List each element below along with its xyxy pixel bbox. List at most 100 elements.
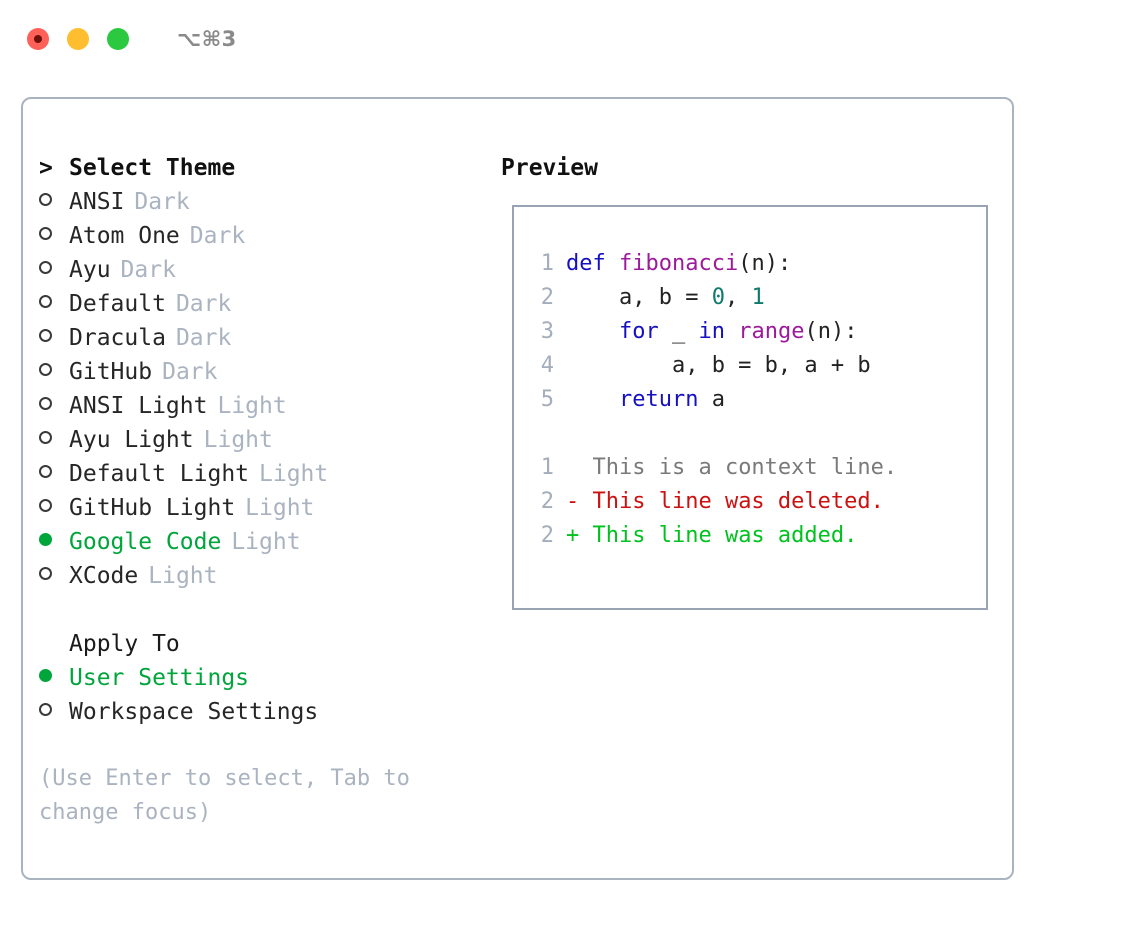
code-line-number: 4 <box>540 353 554 378</box>
theme-item-variant-badge: Dark <box>134 189 190 215</box>
theme-item-variant-badge: Dark <box>175 325 232 351</box>
code-token-plain <box>566 319 619 344</box>
code-token-plain: a, b = b, a + b <box>566 353 871 378</box>
code-line: 2 a, b = 0, 1 <box>528 281 986 315</box>
theme-item-variant-badge: Light <box>245 495 315 521</box>
radio-unselected-icon[interactable] <box>39 219 69 253</box>
code-token-kw: for <box>618 319 659 344</box>
theme-item-variant-badge: Dark <box>120 257 176 283</box>
code-line-number: 2 <box>540 285 554 310</box>
radio-unselected-icon[interactable] <box>39 695 69 729</box>
diff-sign <box>566 451 579 485</box>
theme-item-default-light[interactable]: Default Light Light <box>39 457 489 491</box>
radio-unselected-icon[interactable] <box>39 253 69 287</box>
radio-unselected-icon[interactable] <box>39 355 69 389</box>
close-window-button[interactable] <box>27 28 49 50</box>
theme-item-name: Google Code <box>69 529 222 555</box>
diff-line-number: 2 <box>540 523 554 548</box>
window-shortcut-label: ⌥⌘3 <box>177 27 237 51</box>
radio-selected-icon[interactable] <box>39 525 69 559</box>
bullet-shape <box>39 227 52 240</box>
radio-unselected-icon[interactable] <box>39 491 69 525</box>
radio-unselected-icon[interactable] <box>39 423 69 457</box>
theme-item-variant-badge: Light <box>259 461 329 487</box>
theme-item-name: Ayu <box>69 257 111 283</box>
radio-unselected-icon[interactable] <box>39 321 69 355</box>
code-token-num: 1 <box>751 285 765 310</box>
theme-item-ansi-light[interactable]: ANSI Light Light <box>39 389 489 423</box>
theme-item-name: Ayu Light <box>69 427 194 453</box>
code-token-kw: def <box>566 251 619 276</box>
theme-item-variant-badge: Light <box>203 427 273 453</box>
theme-item-ayu-light[interactable]: Ayu Light Light <box>39 423 489 457</box>
theme-item-variant-badge: Dark <box>189 223 246 249</box>
diff-sign: - <box>566 489 580 514</box>
bullet-shape <box>39 397 52 410</box>
code-token-kw: in <box>698 319 725 344</box>
bullet-shape <box>39 567 52 580</box>
code-token-plain <box>566 387 619 412</box>
code-token-plain: (n): <box>738 251 792 276</box>
theme-item-atom-one[interactable]: Atom One Dark <box>39 219 489 253</box>
diff-line-number: 1 <box>540 455 554 480</box>
radio-selected-icon[interactable] <box>39 661 69 695</box>
code-token-num: 0 <box>711 285 725 310</box>
code-token-plain: , <box>724 285 752 310</box>
code-line-text: for _ in range(n): <box>566 315 857 349</box>
bullet-shape <box>39 499 52 512</box>
theme-item-name: Atom One <box>69 223 180 249</box>
theme-item-variant-badge: Light <box>148 563 218 589</box>
code-line-number: 1 <box>540 251 554 276</box>
theme-item-name: ANSI Light <box>69 393 208 419</box>
bullet-shape <box>39 363 52 376</box>
theme-item-name: GitHub <box>69 359 153 385</box>
bullet-shape <box>39 329 52 342</box>
apply-to-option-label: User Settings <box>69 665 250 691</box>
keyboard-hint-text: (Use Enter to select, Tab to change focu… <box>39 766 410 825</box>
preview-column: Preview <box>501 151 1001 185</box>
theme-item-ayu[interactable]: Ayu Dark <box>39 253 489 287</box>
code-token-plain <box>725 319 738 344</box>
radio-unselected-icon[interactable] <box>39 287 69 321</box>
theme-item-variant-badge: Dark <box>175 291 232 317</box>
maximize-window-button[interactable] <box>107 28 129 50</box>
radio-unselected-icon[interactable] <box>39 457 69 491</box>
preview-title: Preview <box>501 155 598 181</box>
code-line-text: a, b = b, a + b <box>566 349 871 383</box>
code-token-plain: a <box>698 387 725 412</box>
code-line: 1 def fibonacci(n): <box>528 247 986 281</box>
code-token-fn: range <box>738 319 805 344</box>
diff-line-number: 2 <box>540 489 554 514</box>
theme-item-name: Default Light <box>69 461 250 487</box>
bullet-shape <box>39 669 52 682</box>
code-line-text: return a <box>566 383 725 417</box>
code-token-fn: fibonacci <box>618 251 739 276</box>
theme-item-variant-badge: Light <box>217 393 287 419</box>
code-token-plain: a, b = <box>566 285 712 310</box>
code-line: 3 for _ in range(n): <box>528 315 986 349</box>
apply-to-option-workspace-settings[interactable]: Workspace Settings <box>39 695 489 729</box>
radio-unselected-icon[interactable] <box>39 389 69 423</box>
radio-unselected-icon[interactable] <box>39 559 69 593</box>
minimize-window-button[interactable] <box>67 28 89 50</box>
radio-unselected-icon[interactable] <box>39 185 69 219</box>
code-token-plain: (n): <box>804 319 858 344</box>
code-line-text: def fibonacci(n): <box>566 247 791 281</box>
diff-sign: + <box>566 523 580 548</box>
apply-to-option-user-settings[interactable]: User Settings <box>39 661 489 695</box>
